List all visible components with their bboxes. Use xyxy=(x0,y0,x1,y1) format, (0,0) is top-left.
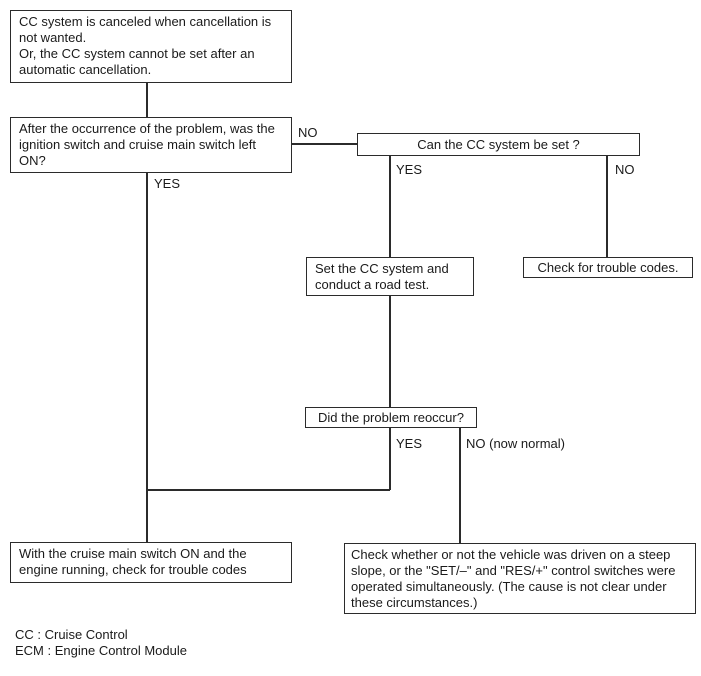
node-question-ignition-switch: After the occurrence of the problem, was… xyxy=(10,117,292,173)
node-problem-description: CC system is canceled when cancellation … xyxy=(10,10,292,83)
branch-label-yes-can-set: YES xyxy=(396,162,423,177)
node-question-problem-reoccur: Did the problem reoccur? xyxy=(305,407,477,428)
node-check-codes-main-switch-on: With the cruise main switch ON and the e… xyxy=(10,542,292,583)
branch-label-no-reoccur: NO (now normal) xyxy=(466,436,565,451)
connector-problem-to-ignition xyxy=(146,82,148,118)
legend-ecm: ECM : Engine Control Module xyxy=(15,643,187,658)
branch-label-yes-ignition: YES xyxy=(154,176,181,191)
branch-label-no-ignition: NO xyxy=(298,125,318,140)
connector-reoccur-yes-join xyxy=(146,489,390,491)
node-question-can-cc-be-set: Can the CC system be set ? xyxy=(357,133,640,156)
connector-canset-no-to-troublecodes xyxy=(606,155,608,258)
branch-label-no-can-set: NO xyxy=(615,162,635,177)
legend-cc: CC : Cruise Control xyxy=(15,627,128,642)
connector-yes-main-vertical xyxy=(146,172,148,542)
connector-no-to-can-set xyxy=(291,143,357,145)
legend: CC : Cruise Control ECM : Engine Control… xyxy=(15,627,187,659)
node-set-cc-road-test: Set the CC system and conduct a road tes… xyxy=(306,257,474,296)
connector-reoccur-no-to-steepslope xyxy=(459,428,461,544)
node-check-trouble-codes: Check for trouble codes. xyxy=(523,257,693,278)
connector-canset-yes-to-roadtest xyxy=(389,155,391,258)
node-check-steep-slope: Check whether or not the vehicle was dri… xyxy=(344,543,696,614)
connector-reoccur-yes-down xyxy=(389,428,391,490)
connector-roadtest-to-reoccur xyxy=(389,295,391,408)
branch-label-yes-reoccur: YES xyxy=(396,436,423,451)
